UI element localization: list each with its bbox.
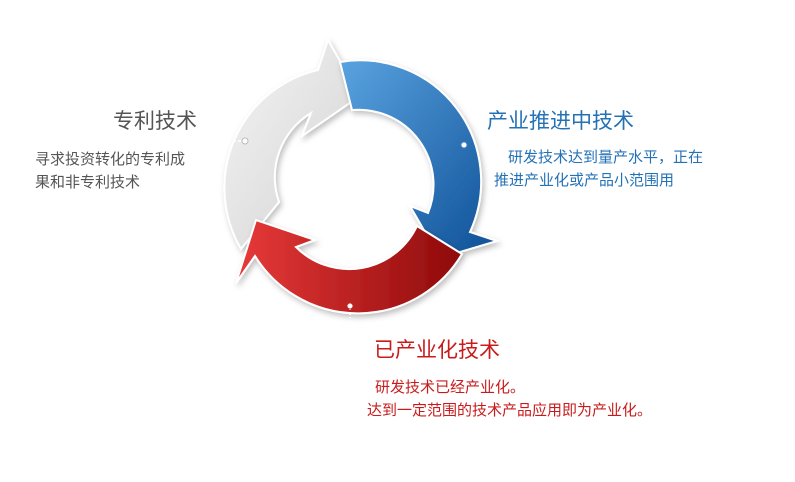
- promotion-desc-line-2: 推进产业化或产品小范围用: [494, 169, 703, 192]
- industrialized-arrow: [236, 220, 462, 313]
- patent-description: 寻求投资转化的专利成 果和非专利技术: [35, 148, 185, 194]
- industrialized-desc-line-1: 研发技术已经产业化。: [367, 376, 652, 399]
- promotion-title: 产业推进中技术: [487, 111, 634, 132]
- patent-title: 专利技术: [113, 111, 197, 132]
- patent-arrow: [224, 40, 360, 249]
- patent-dot: [242, 138, 248, 144]
- patent-desc-line-1: 寻求投资转化的专利成: [35, 148, 185, 171]
- industrialized-dot: [347, 303, 353, 309]
- industrialized-desc-line-2: 达到一定范围的技术产品应用即为产业化。: [367, 399, 652, 422]
- industrialized-description: 研发技术已经产业化。 达到一定范围的技术产品应用即为产业化。: [367, 376, 652, 422]
- promotion-description: 研发技术达到量产水平，正在 推进产业化或产品小范围用: [494, 146, 703, 192]
- promotion-desc-line-1: 研发技术达到量产水平，正在: [494, 146, 703, 169]
- promotion-dot: [461, 142, 467, 148]
- patent-desc-line-2: 果和非专利技术: [35, 171, 185, 194]
- industrialized-title: 已产业化技术: [374, 340, 500, 361]
